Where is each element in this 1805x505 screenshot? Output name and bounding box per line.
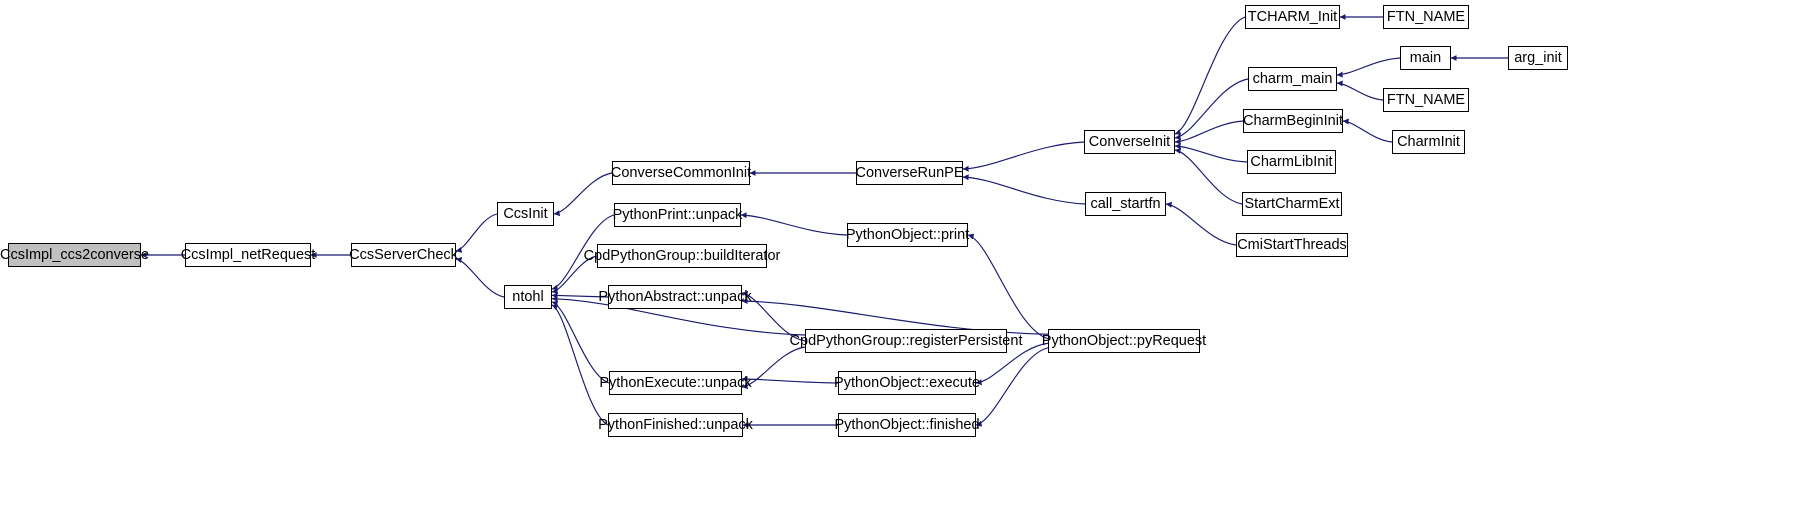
graph-node-cmiStartThreads[interactable]: CmiStartThreads (1236, 233, 1348, 257)
graph-node-label: CpdPythonGroup::buildIterator (583, 247, 781, 264)
graph-node-label: CharmBeginInit (1243, 112, 1343, 129)
graph-node-label: ConverseCommonInit (610, 164, 752, 181)
graph-node-label: main (1409, 49, 1442, 66)
graph-node-label: CharmInit (1397, 133, 1460, 150)
graph-node-label: call_startfn (1090, 195, 1161, 212)
graph-node-ftnName1[interactable]: FTN_NAME (1383, 5, 1469, 29)
graph-node-label: PythonPrint::unpack (612, 206, 743, 223)
graph-node-label: ConverseInit (1088, 133, 1171, 150)
graph-node-ccs2converse[interactable]: CcsImpl_ccs2converse (0, 243, 149, 267)
graph-node-netRequest[interactable]: CcsImpl_netRequest (181, 243, 315, 267)
graph-node-label: ConverseRunPE (855, 164, 964, 181)
graph-node-label: CmiStartThreads (1237, 236, 1347, 253)
graph-node-label: CpdPythonGroup::registerPersistent (789, 332, 1023, 349)
graph-node-pythonObjectExecute[interactable]: PythonObject::execute (834, 371, 980, 395)
graph-node-callStartfn[interactable]: call_startfn (1085, 192, 1166, 216)
graph-node-ftnName2[interactable]: FTN_NAME (1383, 88, 1469, 112)
graph-node-pythonFinishedUnpack[interactable]: PythonFinished::unpack (598, 413, 753, 437)
graph-node-label: charm_main (1252, 70, 1333, 87)
graph-node-label: FTN_NAME (1386, 91, 1466, 108)
graph-node-label: CcsImpl_ccs2converse (0, 246, 150, 263)
graph-node-pythonObjectFinished[interactable]: PythonObject::finished (834, 413, 980, 437)
graph-node-converseInit[interactable]: ConverseInit (1084, 130, 1175, 154)
graph-node-label: PythonObject::pyRequest (1041, 332, 1207, 349)
graph-node-label: CharmLibInit (1250, 153, 1333, 170)
graph-node-ccsInit[interactable]: CcsInit (497, 202, 554, 226)
graph-node-converseRunPE[interactable]: ConverseRunPE (855, 161, 964, 185)
graph-node-pythonPrintUnpack[interactable]: PythonPrint::unpack (612, 203, 743, 227)
graph-node-charmBeginInit[interactable]: CharmBeginInit (1243, 109, 1343, 133)
graph-node-label: ntohl (512, 288, 544, 305)
graph-node-converseCommonInit[interactable]: ConverseCommonInit (610, 161, 752, 185)
graph-node-label: arg_init (1514, 49, 1562, 66)
graph-node-label: PythonObject::print (845, 226, 970, 243)
graph-node-ntohl[interactable]: ntohl (504, 285, 552, 309)
graph-node-label: CcsInit (503, 205, 548, 222)
graph-node-charmInit[interactable]: CharmInit (1392, 130, 1465, 154)
graph-node-label: PythonObject::execute (834, 374, 980, 391)
graph-node-label: PythonFinished::unpack (598, 416, 753, 433)
graph-node-tcharmInit[interactable]: TCHARM_Init (1245, 5, 1340, 29)
graph-node-registerPersistent[interactable]: CpdPythonGroup::registerPersistent (790, 329, 1022, 353)
graph-node-argInit[interactable]: arg_init (1508, 46, 1568, 70)
graph-node-label: PythonObject::finished (834, 416, 980, 433)
graph-node-label: PythonAbstract::unpack (598, 288, 752, 305)
graph-node-label: FTN_NAME (1386, 8, 1466, 25)
graph-node-charmMain[interactable]: charm_main (1248, 67, 1337, 91)
graph-node-main[interactable]: main (1400, 46, 1451, 70)
graph-node-label: CcsImpl_netRequest (180, 246, 316, 263)
graph-node-pythonExecuteUnpack[interactable]: PythonExecute::unpack (599, 371, 752, 395)
graph-node-pythonAbstractUnpack[interactable]: PythonAbstract::unpack (598, 285, 752, 309)
graph-node-buildIterator[interactable]: CpdPythonGroup::buildIterator (584, 244, 780, 268)
graph-node-label: TCHARM_Init (1247, 8, 1338, 25)
graph-node-label: StartCharmExt (1244, 195, 1340, 212)
graph-node-label: CcsServerCheck (349, 246, 458, 263)
graph-node-pythonObjectPrint[interactable]: PythonObject::print (845, 223, 970, 247)
graph-node-serverCheck[interactable]: CcsServerCheck (349, 243, 458, 267)
graph-node-label: PythonExecute::unpack (599, 374, 752, 391)
graph-node-charmLibInit[interactable]: CharmLibInit (1247, 150, 1336, 174)
graph-node-pyRequest[interactable]: PythonObject::pyRequest (1042, 329, 1206, 353)
graph-node-startCharmExt[interactable]: StartCharmExt (1242, 192, 1342, 216)
